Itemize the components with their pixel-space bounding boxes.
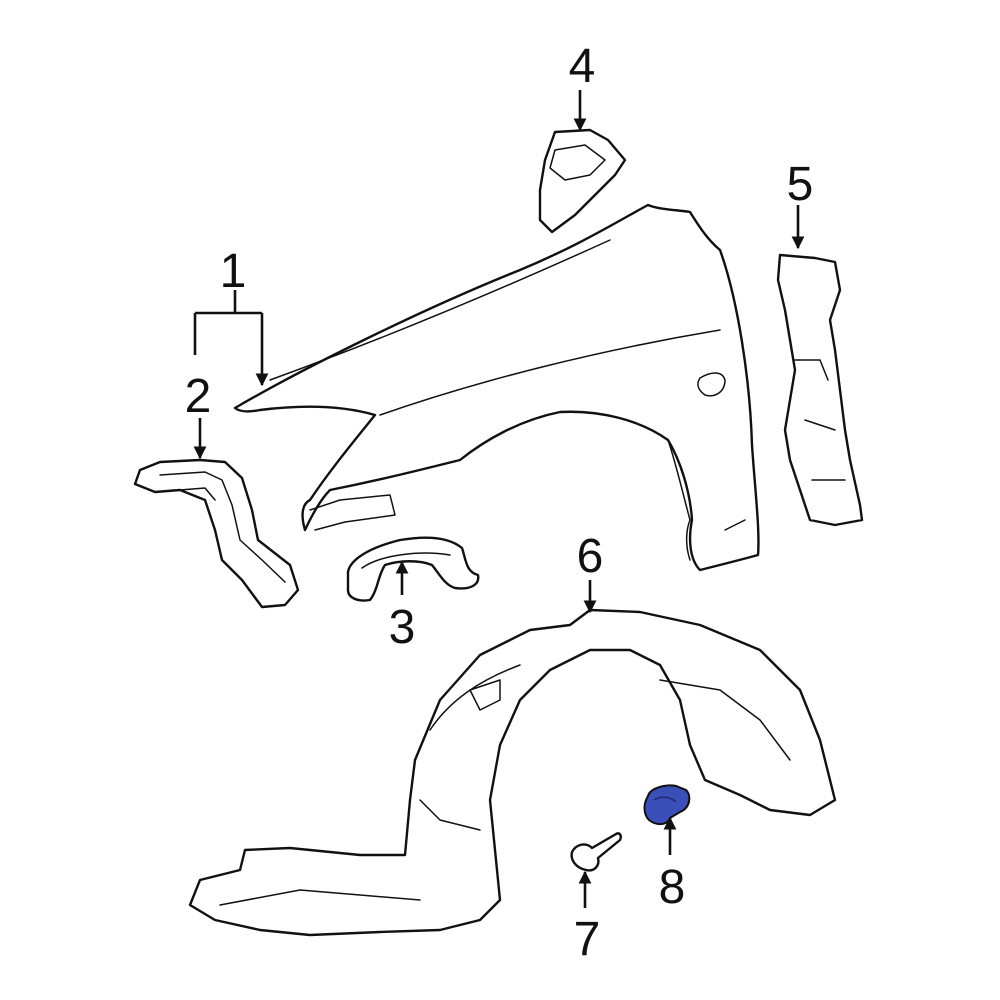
- callout-6: 6: [577, 530, 604, 583]
- screw-part: [570, 832, 622, 872]
- fender-liner-part: [188, 608, 837, 937]
- leader-lines: [193, 90, 805, 908]
- callout-2: 2: [185, 370, 212, 423]
- callout-8: 8: [659, 861, 686, 914]
- callout-7: 7: [574, 913, 601, 966]
- clip-part: [643, 784, 691, 826]
- side-seal-part: [776, 253, 864, 527]
- upper-seal-part: [538, 128, 627, 234]
- fender-part: [233, 203, 760, 572]
- callout-3: 3: [389, 601, 416, 654]
- callout-1: 1: [220, 245, 247, 298]
- bracket-part: [133, 458, 300, 609]
- bracket-3-part: [346, 536, 480, 602]
- callout-5: 5: [787, 158, 814, 211]
- callout-4: 4: [569, 40, 596, 93]
